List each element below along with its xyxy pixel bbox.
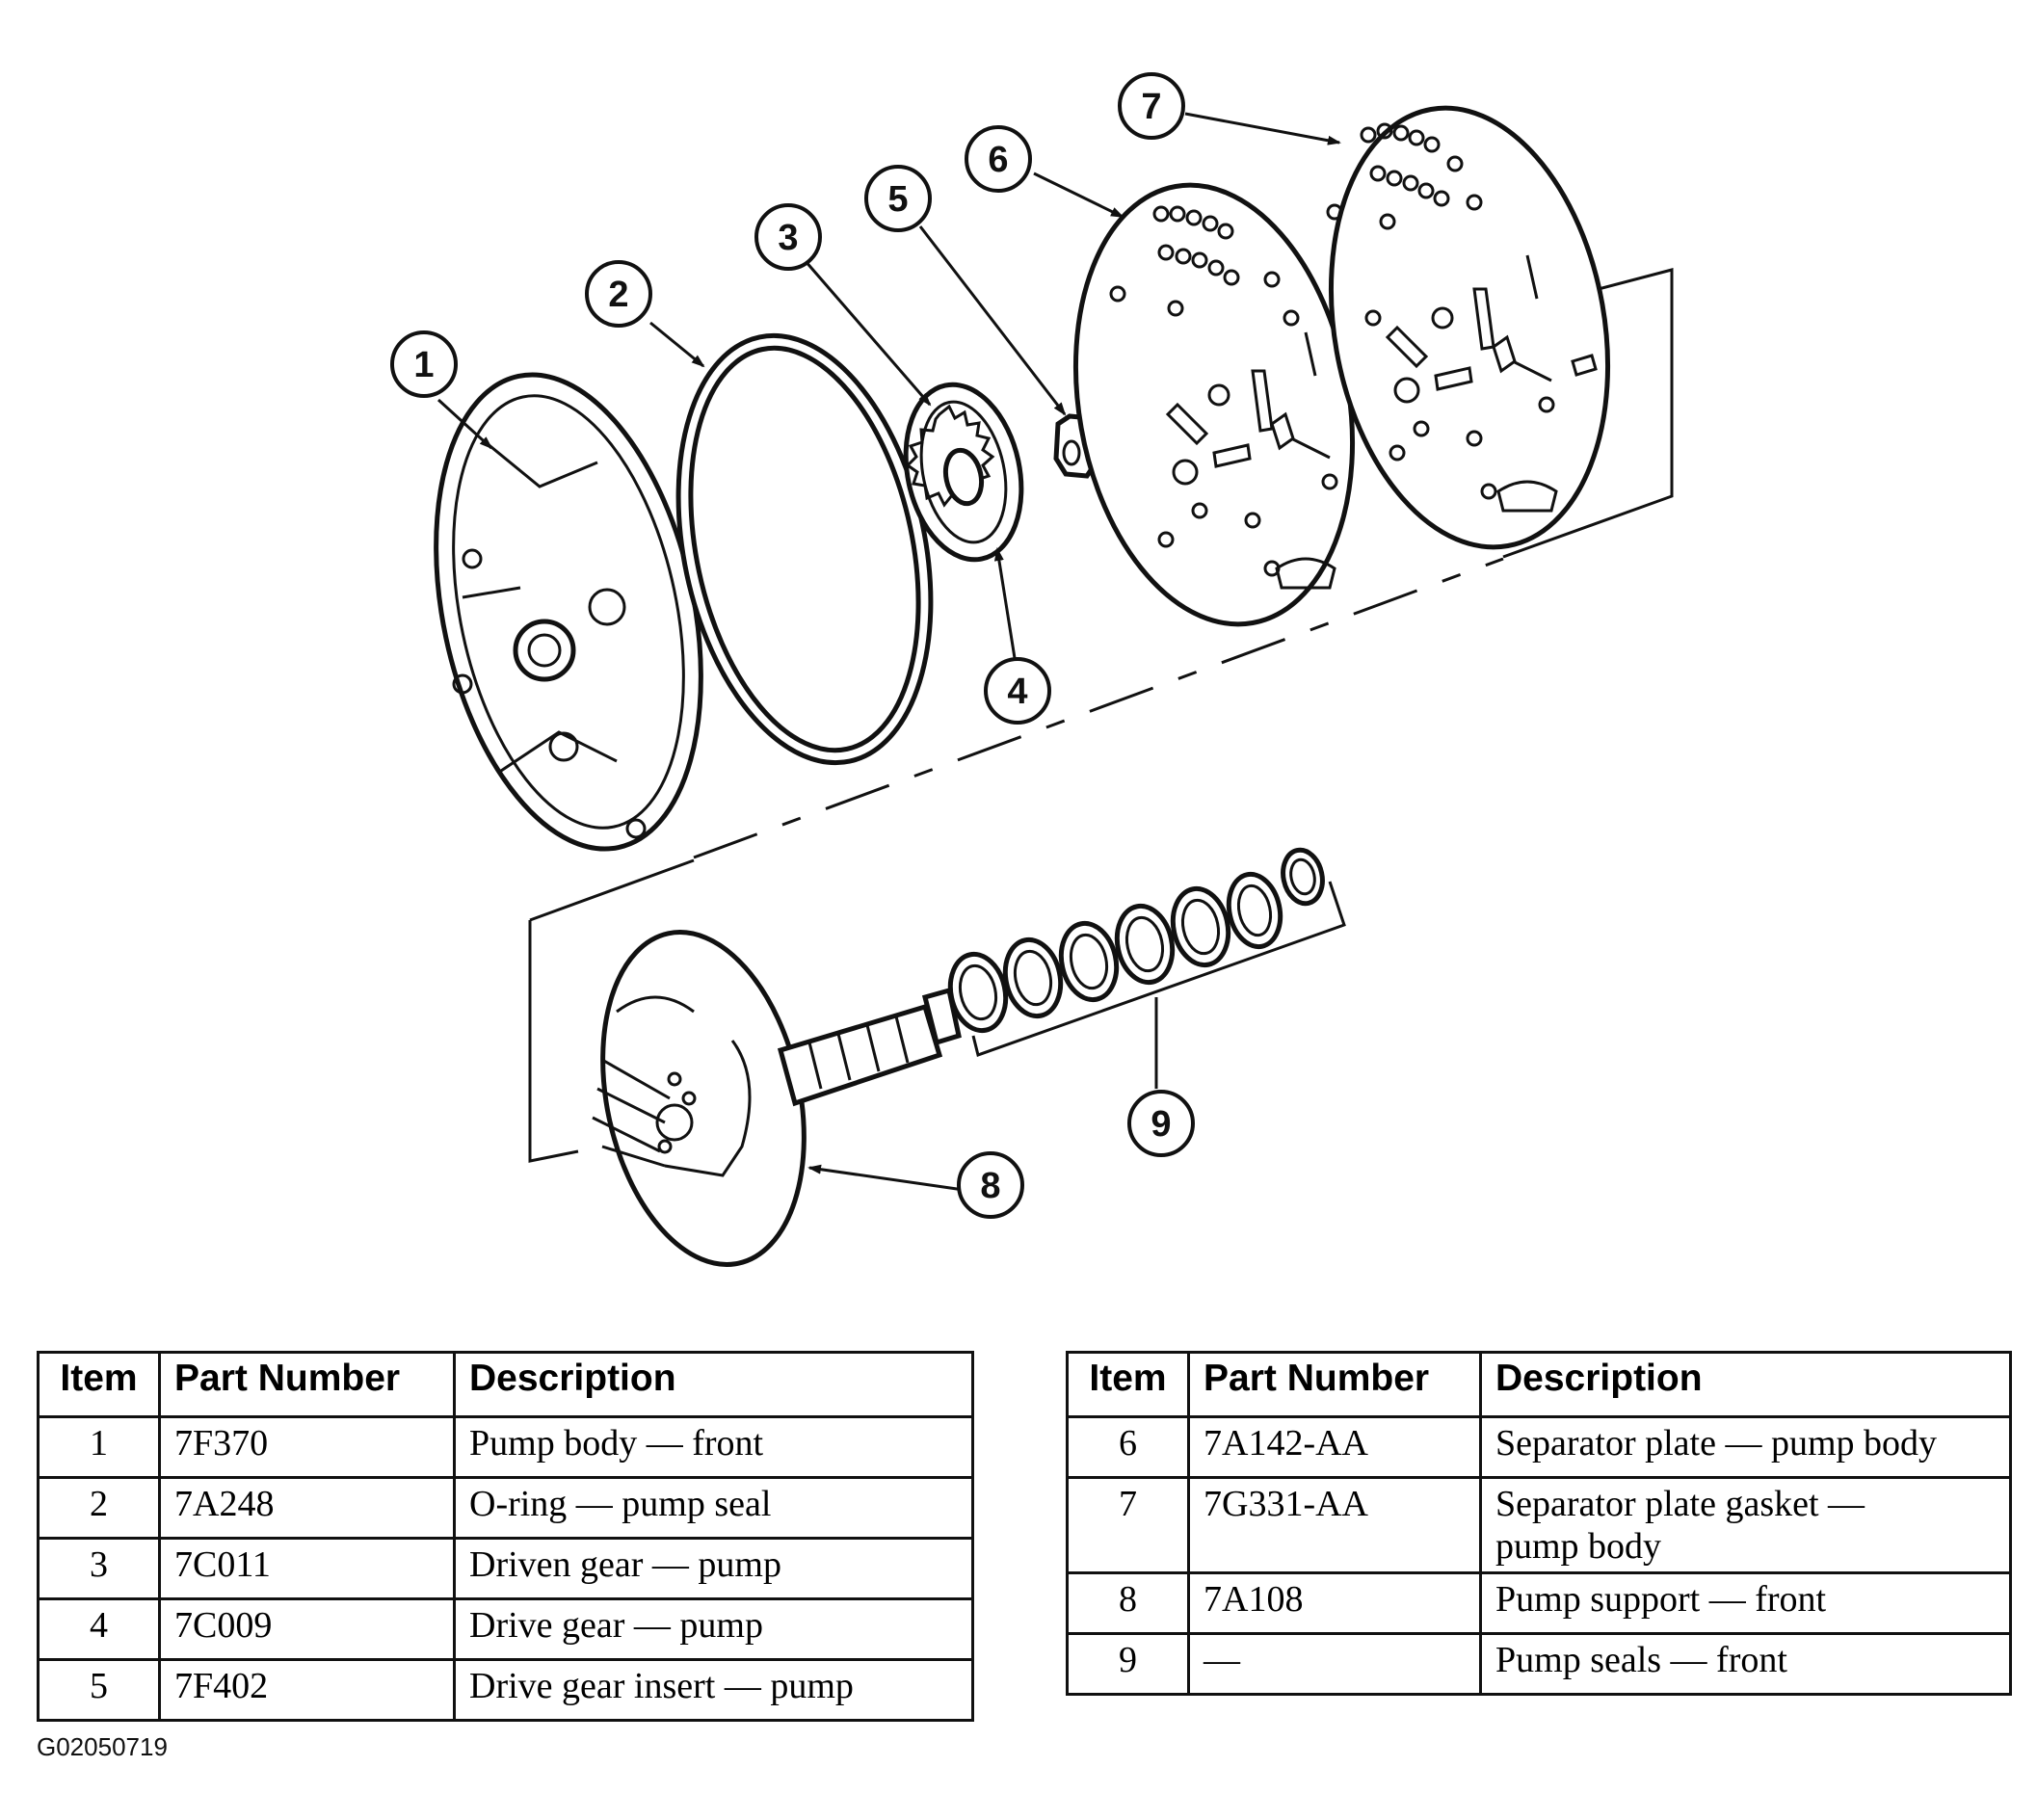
callout-3: 3: [754, 203, 822, 271]
svg-text:1: 1: [413, 345, 434, 385]
svg-text:4: 4: [1007, 672, 1027, 712]
item-cell: 1: [37, 1415, 161, 1479]
description-line: Separator plate gasket —: [1495, 1484, 1865, 1524]
table-row: 9 — Pump seals — front: [1066, 1632, 2012, 1696]
table-row: 4 7C009 Drive gear — pump: [37, 1597, 974, 1661]
table-row: 5 7F402 Drive gear insert — pump: [37, 1658, 974, 1722]
svg-text:9: 9: [1151, 1104, 1171, 1145]
assembly-axis: [528, 268, 1674, 1163]
table-header-row: Item Part Number Description: [1066, 1351, 2012, 1418]
pump-seals-front: [947, 847, 1346, 1057]
callout-5: 5: [864, 165, 932, 232]
parts-table-left: Item Part Number Description 1 7F370 Pum…: [37, 1351, 974, 1722]
part-number-cell: 7A142-AA: [1187, 1415, 1482, 1479]
separator-plate-gasket-pump-body: [1326, 105, 1611, 550]
table-row: 3 7C011 Driven gear — pump: [37, 1537, 974, 1600]
table-row: 6 7A142-AA Separator plate — pump body: [1066, 1415, 2012, 1479]
part-number-cell: 7C011: [158, 1537, 456, 1600]
column-header-item: Item: [1066, 1351, 1190, 1418]
svg-text:7: 7: [1141, 87, 1161, 127]
svg-text:6: 6: [988, 140, 1008, 180]
leader-lines: [436, 112, 1341, 1192]
column-header-part-number: Part Number: [158, 1351, 456, 1418]
item-cell: 5: [37, 1658, 161, 1722]
svg-text:2: 2: [608, 275, 628, 315]
callout-1: 1: [390, 330, 458, 398]
callout-7: 7: [1118, 72, 1185, 140]
item-cell: 4: [37, 1597, 161, 1661]
part-number-cell: 7F402: [158, 1658, 456, 1722]
item-cell: 8: [1066, 1571, 1190, 1635]
description-cell: Pump support — front: [1479, 1571, 2012, 1635]
description-cell: O-ring — pump seal: [453, 1476, 974, 1540]
parts-table-right: Item Part Number Description 6 7A142-AA …: [1066, 1351, 2012, 1696]
callout-9: 9: [1127, 1090, 1195, 1157]
description-cell: Pump seals — front: [1479, 1632, 2012, 1696]
part-number-cell: 7C009: [158, 1597, 456, 1661]
callout-6: 6: [965, 125, 1032, 193]
item-cell: 6: [1066, 1415, 1190, 1479]
figure-code: G02050719: [37, 1732, 168, 1761]
description-cell: Separator plate — pump body: [1479, 1415, 2012, 1479]
item-cell: 7: [1066, 1476, 1190, 1574]
description-cell: Drive gear insert — pump: [453, 1658, 974, 1722]
column-header-part-number: Part Number: [1187, 1351, 1482, 1418]
description-line: pump body: [1495, 1526, 1662, 1567]
callout-8: 8: [957, 1151, 1024, 1219]
item-cell: 9: [1066, 1632, 1190, 1696]
description-cell: Drive gear — pump: [453, 1597, 974, 1661]
part-number-cell: 7A108: [1187, 1571, 1482, 1635]
pump-support-front: [592, 930, 962, 1267]
svg-text:5: 5: [887, 179, 908, 220]
table-row: 7 7G331-AA Separator plate gasket — pump…: [1066, 1476, 2012, 1574]
column-header-item: Item: [37, 1351, 161, 1418]
column-header-description: Description: [1479, 1351, 2012, 1418]
item-cell: 2: [37, 1476, 161, 1540]
part-number-cell: 7G331-AA: [1187, 1476, 1482, 1574]
part-number-cell: —: [1187, 1632, 1482, 1696]
description-cell: Separator plate gasket — pump body: [1479, 1476, 2012, 1574]
table-row: 1 7F370 Pump body — front: [37, 1415, 974, 1479]
table-row: 2 7A248 O-ring — pump seal: [37, 1476, 974, 1540]
callout-2: 2: [585, 260, 652, 328]
column-header-description: Description: [453, 1351, 974, 1418]
part-number-cell: 7F370: [158, 1415, 456, 1479]
part-number-cell: 7A248: [158, 1476, 456, 1540]
description-cell: Pump body — front: [453, 1415, 974, 1479]
drive-gear-pump: [905, 404, 995, 508]
description-cell: Driven gear — pump: [453, 1537, 974, 1600]
callout-4: 4: [984, 657, 1051, 725]
table-header-row: Item Part Number Description: [37, 1351, 974, 1418]
exploded-pump-diagram: 1 2 3 4 5 6 7 8 9: [390, 72, 1674, 1267]
svg-text:8: 8: [980, 1166, 1000, 1206]
svg-text:3: 3: [778, 218, 798, 258]
pump-body-front: [434, 372, 703, 852]
table-row: 8 7A108 Pump support — front: [1066, 1571, 2012, 1635]
item-cell: 3: [37, 1537, 161, 1600]
